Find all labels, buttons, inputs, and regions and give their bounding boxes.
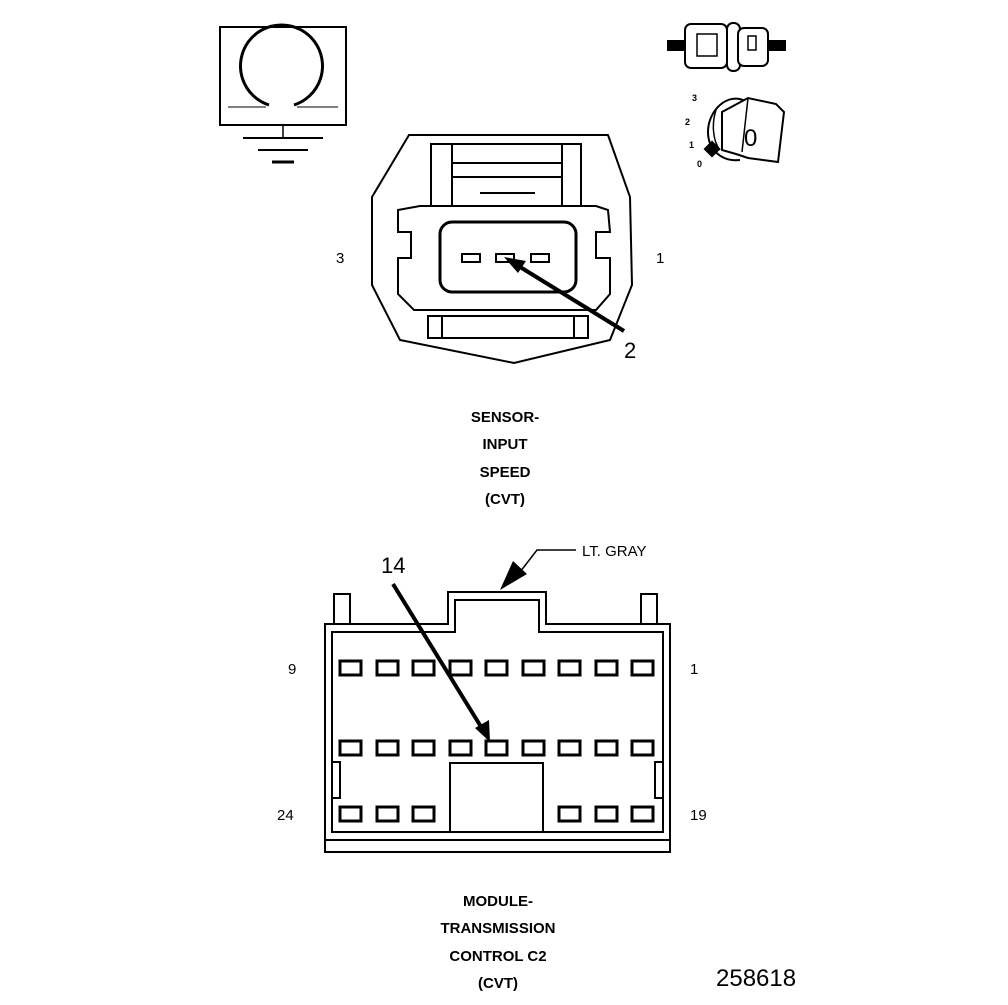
color-label-arrowhead: [500, 561, 527, 590]
module-caption-line-3: CONTROL C2: [449, 948, 546, 965]
pin-cavity: [521, 739, 546, 757]
sensor-caption-line-3: SPEED: [480, 464, 531, 481]
module-caption-line-4: (CVT): [478, 975, 518, 992]
pin-cavity: [448, 739, 473, 757]
pin-cavity: [338, 805, 363, 823]
pin-cavity: [557, 805, 582, 823]
reference-id: 258618: [716, 965, 796, 992]
pin-cavity: [557, 659, 582, 677]
key-position-1: 1: [689, 140, 694, 150]
module-pin-label-top-right: 1: [690, 661, 698, 678]
color-label-leader: [519, 549, 576, 573]
connector-plug-icon: [667, 22, 786, 72]
module-pin-label-top-left: 9: [288, 661, 296, 678]
ignition-key-icon: 3 2 1 0 0: [685, 93, 786, 169]
module-pin-label-bottom-right: 19: [690, 807, 707, 824]
sensor-caption-line-4: (CVT): [485, 491, 525, 508]
pin-cavity: [375, 805, 400, 823]
pin-cavity: [375, 739, 400, 757]
sensor-callout-arrowhead: [504, 257, 526, 273]
sensor-callout-number: 2: [624, 338, 636, 363]
pin-cavity: [411, 659, 436, 677]
sensor-caption-line-2: INPUT: [483, 436, 528, 453]
pin-cavity: [338, 739, 363, 757]
module-callout-arrow: [391, 582, 485, 732]
pin-cavity: [411, 805, 436, 823]
sensor-callout-arrow: [510, 260, 626, 333]
module-connector: [324, 591, 671, 853]
key-position-3: 3: [692, 93, 697, 103]
pin-cavity: [594, 659, 619, 677]
key-symbol: 0: [744, 125, 757, 152]
pin-cavity: [630, 739, 655, 757]
key-position-2: 2: [685, 117, 690, 127]
pin-cavity: [557, 739, 582, 757]
module-pin-label-bottom-left: 24: [277, 807, 294, 824]
module-callout-arrowhead: [475, 720, 490, 742]
pin-cavity: [521, 659, 546, 677]
ground-symbol-icon: [219, 23, 347, 164]
module-callout-number: 14: [381, 553, 405, 578]
pin-cavity: [594, 739, 619, 757]
pin-cavity: [375, 659, 400, 677]
pin-cavity: [484, 739, 509, 757]
sensor-connector: [371, 134, 634, 365]
module-caption: MODULE- TRANSMISSION CONTROL C2 (CVT): [440, 893, 555, 992]
pin-cavity: [448, 659, 473, 677]
color-label: LT. GRAY: [582, 543, 646, 560]
sensor-caption: SENSOR- INPUT SPEED (CVT): [471, 409, 539, 508]
pin-cavity: [630, 805, 655, 823]
key-position-0: 0: [697, 159, 702, 169]
module-caption-line-1: MODULE-: [463, 893, 533, 910]
pin-cavity: [338, 659, 363, 677]
pin-cavity: [630, 659, 655, 677]
pin-cavity: [484, 659, 509, 677]
pin-cavity: [594, 805, 619, 823]
pin-cavity: [411, 739, 436, 757]
sensor-pin-label-left: 3: [336, 250, 344, 267]
sensor-pin-label-right: 1: [656, 250, 664, 267]
sensor-caption-line-1: SENSOR-: [471, 409, 539, 426]
module-caption-line-2: TRANSMISSION: [440, 920, 555, 937]
module-pin-cavities: [338, 659, 655, 823]
